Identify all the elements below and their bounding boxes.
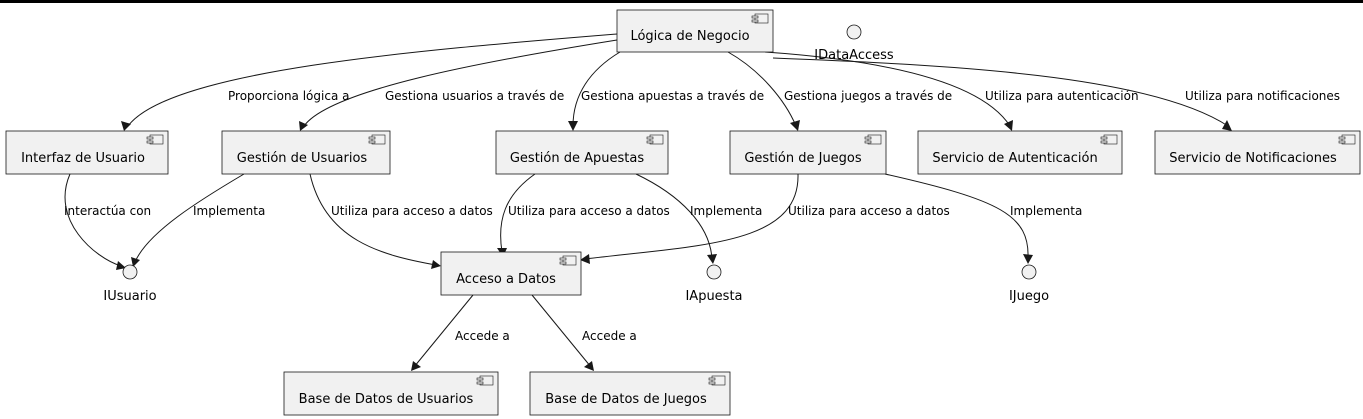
edge-label: Implementa [1010,204,1082,218]
component-box [1154,130,1361,175]
edge-logica-usuarios: Gestiona usuarios a través de [299,39,618,131]
top-border [0,0,1363,3]
component-label: Servicio de Autenticación [932,151,1097,166]
edge-logica-juegos: Gestiona juegos a través de [727,51,952,131]
edge-apuestas-acceso: Utiliza para acceso a datos [497,173,670,257]
interface-label: IApuesta [685,289,742,304]
component-icon [1100,134,1118,145]
component-logica-de-negocio[interactable]: Lógica de Negocio [616,9,774,53]
component-label: Gestión de Juegos [744,151,862,166]
edge-label: Interactúa con [64,204,151,218]
interface-circle [122,264,138,280]
component-base-de-datos-de-usuarios[interactable]: Base de Datos de Usuarios [283,371,499,416]
component-box [917,130,1123,175]
component-label: Interfaz de Usuario [21,151,145,166]
edge-interfaz-iusuario: Interactúa con [64,173,151,270]
interface-circle [1021,264,1037,280]
component-label: Base de Datos de Juegos [545,392,707,407]
edge-usuarios-iusuario: Implementa [131,173,265,267]
component-box [440,251,582,296]
component-label: Lógica de Negocio [630,29,749,44]
component-acceso-a-datos[interactable]: Acceso a Datos [440,251,582,296]
edge-label: Utiliza para acceso a datos [508,204,670,218]
edge-logica-apuestas: Gestiona apuestas a través de [568,51,764,131]
edge-label: Gestiona juegos a través de [784,89,952,103]
component-box [221,130,391,175]
edge-label: Gestiona usuarios a través de [385,89,564,103]
component-icon [146,134,164,145]
component-icon [559,255,577,266]
edge-label: Gestiona apuestas a través de [581,89,764,103]
component-box [729,130,887,175]
component-box [616,9,774,53]
interface-iapuesta: IApuesta [685,264,743,304]
component-icon [476,375,494,386]
component-interfaz-de-usuario[interactable]: Interfaz de Usuario [5,130,169,175]
edge-acceso-bdusuarios: Accede a [411,294,510,371]
component-label: Gestión de Apuestas [510,151,644,166]
component-box [5,130,169,175]
edge-logica-notif: Utiliza para notificaciones [772,57,1340,131]
component-box [495,130,669,175]
component-label: Gestión de Usuarios [237,151,368,166]
component-box [283,371,499,416]
component-icon [368,134,386,145]
edge-acceso-bdjuegos: Accede a [531,294,637,371]
edge-label: Utiliza para acceso a datos [788,204,950,218]
component-box [529,371,731,416]
interface-ijuego: IJuego [1009,264,1049,304]
component-gestion-de-juegos[interactable]: Gestión de Juegos [729,130,887,175]
edge-label: Accede a [455,329,510,343]
component-icon [646,134,664,145]
interface-idataaccess: IDataAccess [814,24,894,63]
interface-circle [706,264,722,280]
component-label: Base de Datos de Usuarios [299,392,474,407]
component-gestion-de-usuarios[interactable]: Gestión de Usuarios [221,130,391,175]
component-icon [708,375,726,386]
edge-logica-interfaz: Proporciona lógica a [121,33,618,131]
interface-iusuario: IUsuario [103,264,157,304]
edge-juegos-ijuego: Implementa [884,173,1082,264]
edge-label: Implementa [193,204,265,218]
edge-label: Utiliza para notificaciones [1185,89,1340,103]
edge-label: Proporciona lógica a [228,89,349,103]
component-servicio-de-autenticacion[interactable]: Servicio de Autenticación [917,130,1123,175]
component-gestion-de-apuestas[interactable]: Gestión de Apuestas [495,130,669,175]
edge-label: Utiliza para autenticación [985,89,1139,103]
edge-label: Accede a [582,329,637,343]
interface-label: IUsuario [103,289,156,304]
component-base-de-datos-de-juegos[interactable]: Base de Datos de Juegos [529,371,731,416]
component-icon [1338,134,1356,145]
edge-usuarios-acceso: Utiliza para acceso a datos [309,173,493,269]
edge-label: Utiliza para acceso a datos [331,204,493,218]
edge-juegos-acceso: Utiliza para acceso a datos [580,173,950,264]
component-servicio-de-notificaciones[interactable]: Servicio de Notificaciones [1154,130,1361,175]
edge-label: Implementa [690,204,762,218]
interface-circle [846,24,862,40]
component-label: Servicio de Notificaciones [1169,151,1337,166]
component-icon [864,134,882,145]
interface-label: IJuego [1009,289,1049,304]
component-icon [751,13,769,24]
component-label: Acceso a Datos [456,272,556,287]
edge-logica-auth: Utiliza para autenticación [764,51,1139,131]
edge-apuestas-iapuesta: Implementa [635,173,762,264]
interface-label: IDataAccess [814,48,894,63]
